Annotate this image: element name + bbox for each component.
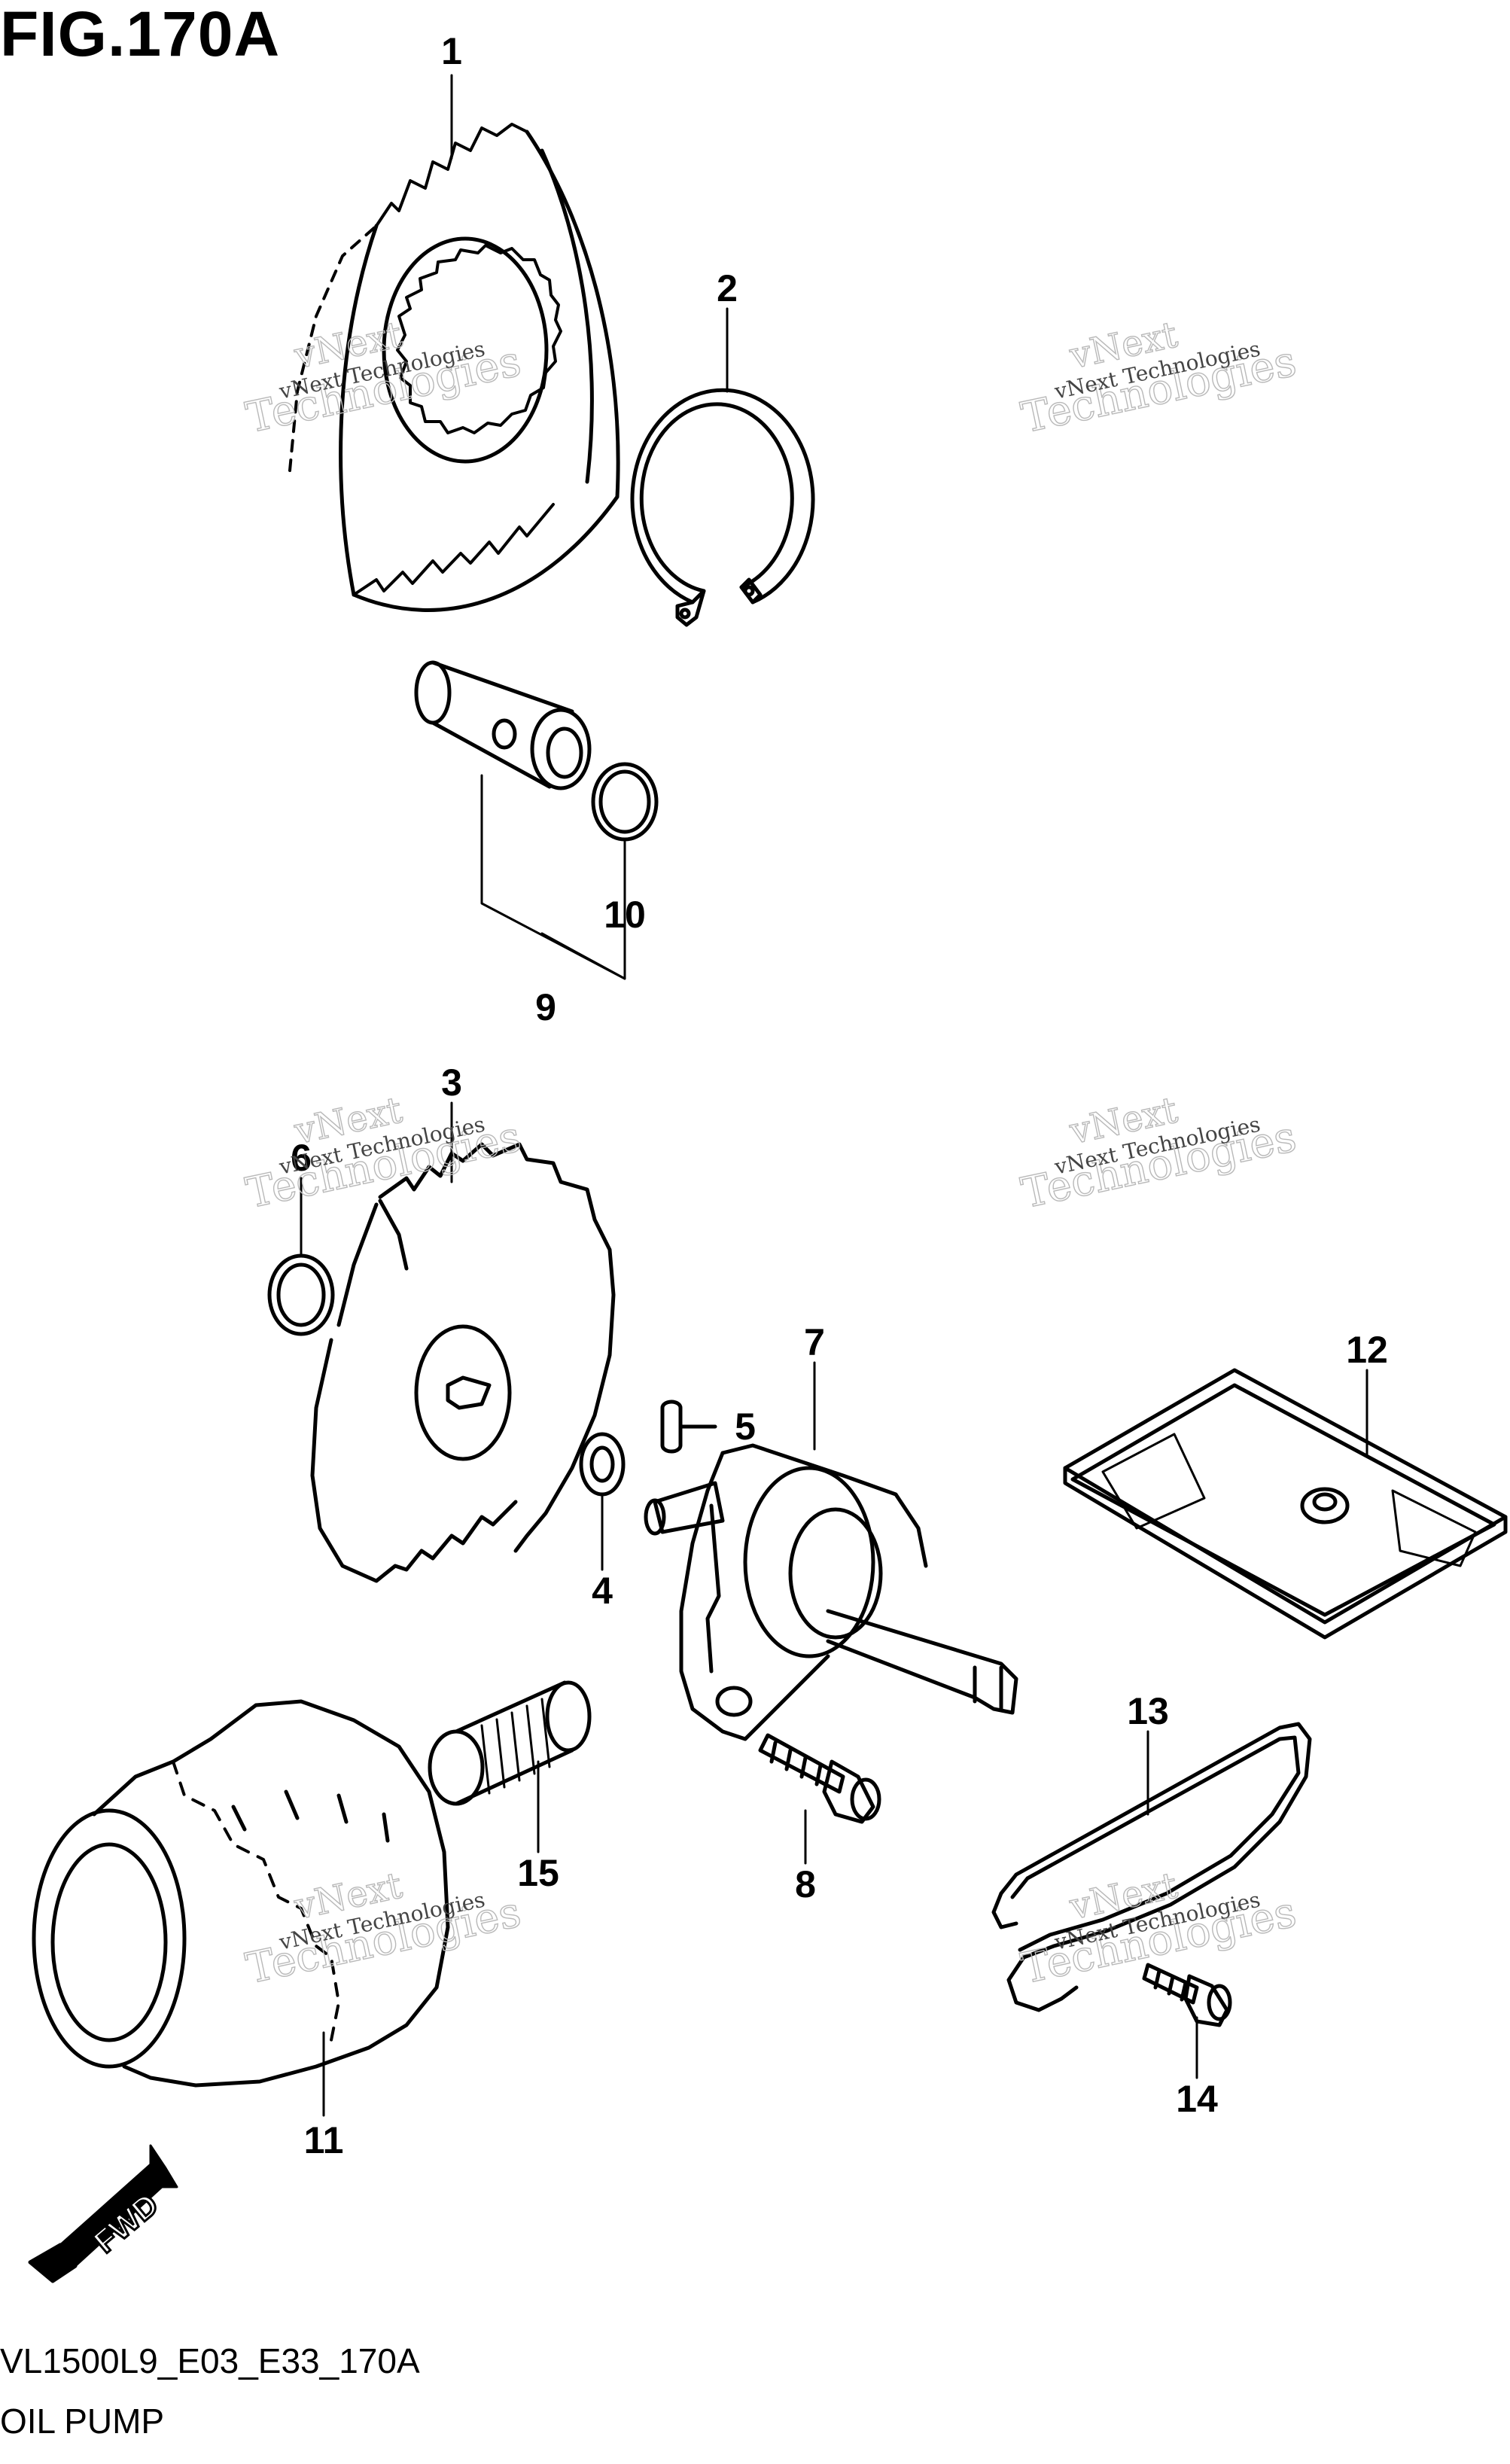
callout-11: 11 [304, 2119, 344, 2161]
watermark-mid-right: vNext Technologies vNext Technologies [1017, 1089, 1301, 1219]
bolt-part-8 [758, 1733, 881, 1824]
callout-9: 9 [535, 986, 556, 1028]
callout-10: 10 [604, 894, 646, 936]
watermark-bottom-left: vNext Technologies vNext Technologies [242, 1864, 525, 1994]
leader-lines [300, 74, 1368, 2117]
callout-2: 2 [717, 267, 738, 309]
pin-part-5 [660, 1400, 717, 1454]
callout-14: 14 [1176, 2078, 1218, 2120]
bolt-part-14 [1142, 1963, 1232, 2027]
driven-gear-part-1 [288, 123, 620, 612]
o-ring-part-10 [591, 762, 659, 842]
callout-13: 13 [1127, 1690, 1169, 1732]
watermark-top-right: vNext Technologies vNext Technologies [1017, 313, 1301, 443]
callout-4: 4 [592, 1570, 613, 1612]
drive-gear-part-3 [310, 1142, 616, 1583]
callout-8: 8 [795, 1863, 816, 1905]
watermark-top-left: vNext Technologies vNext Technologies [242, 313, 525, 443]
callout-15: 15 [517, 1852, 559, 1894]
callout-1: 1 [441, 30, 462, 72]
callout-12: 12 [1346, 1329, 1388, 1371]
oil-pump-assembly-part-7 [644, 1443, 1018, 1741]
oil-strainer-part-12 [1063, 1368, 1508, 1640]
diagram-code: VL1500L9_E03_E33_170A [0, 2341, 420, 2380]
callout-6: 6 [291, 1137, 312, 1179]
callout-7: 7 [804, 1321, 825, 1363]
washer-part-4 [579, 1432, 626, 1497]
gasket-part-13 [991, 1722, 1312, 2012]
callout-5: 5 [735, 1406, 756, 1448]
diagram-name: OIL PUMP [0, 2402, 165, 2441]
snap-ring-part-2 [630, 388, 815, 627]
oil-filter-part-11 [32, 1699, 450, 2088]
leader-9-10 [480, 774, 626, 980]
figure-title: FIG.170A [0, 0, 281, 69]
callout-3: 3 [441, 1061, 462, 1104]
shaft-part-9 [414, 660, 592, 790]
circlip-part-6 [267, 1253, 335, 1336]
forward-direction-arrow [28, 2144, 178, 2283]
union-pipe-part-15 [428, 1680, 592, 1806]
watermark-mid-left: vNext Technologies vNext Technologies [242, 1089, 525, 1219]
